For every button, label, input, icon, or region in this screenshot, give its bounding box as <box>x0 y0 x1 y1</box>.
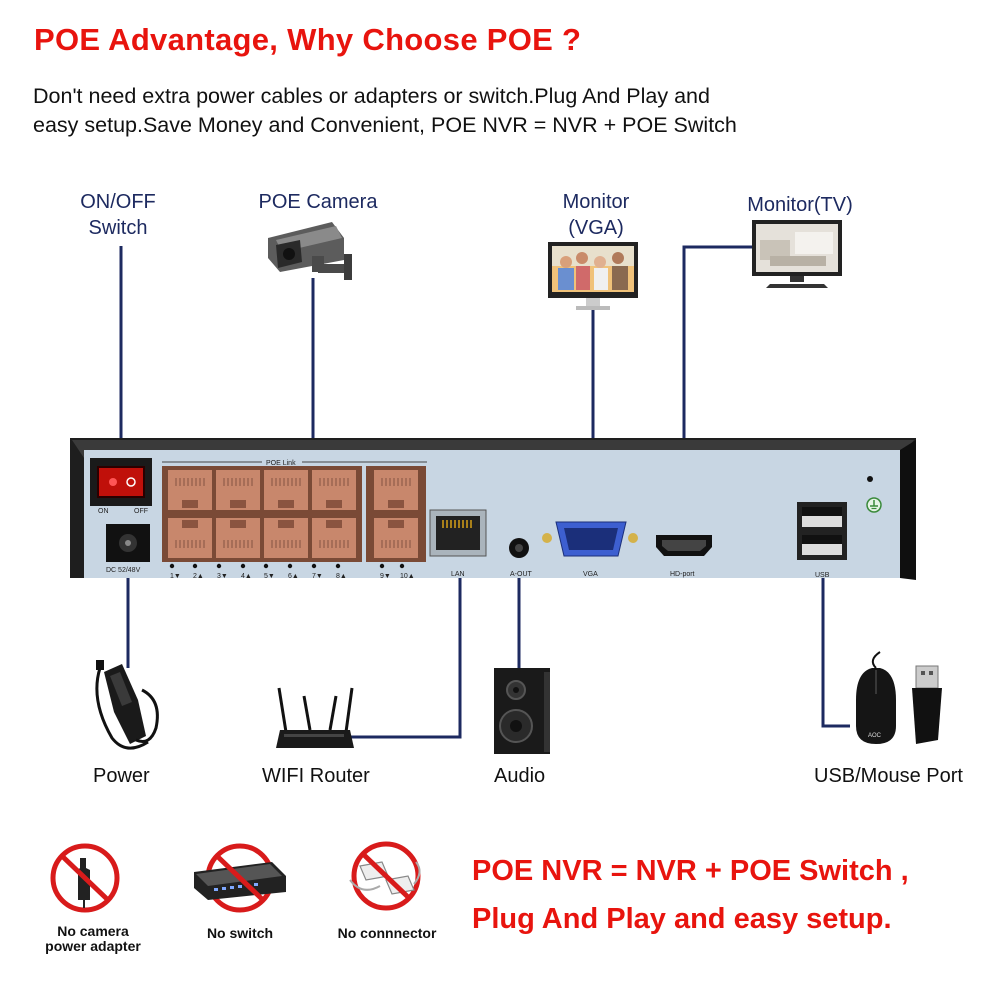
port-led <box>311 563 317 569</box>
label-audio: Audio <box>494 765 546 787</box>
uplink-ports <box>374 470 418 558</box>
port-number-labels: 1▼ 2▲ 3▼ 4▲ 5▼ 6▲ 7▼ 8▲ 9▼ 10▲ <box>169 563 415 580</box>
label-vga: (VGA) <box>568 217 624 239</box>
power-switch-icon <box>90 458 152 506</box>
ground-icon <box>866 497 882 513</box>
audio-out-jack-icon <box>509 538 529 558</box>
port-number-label: 3▼ <box>217 573 228 580</box>
usb-ports-icon <box>797 502 847 560</box>
label-no-camera: No camera <box>57 923 129 939</box>
page-title: POE Advantage, Why Choose POE ? <box>34 22 582 57</box>
port-led <box>263 563 269 569</box>
poe-ports <box>168 470 356 558</box>
uplink-port <box>374 518 418 558</box>
label-onoff: ON/OFF <box>80 191 156 213</box>
aout-text: A-OUT <box>510 571 533 578</box>
port-number-label: 9▼ <box>380 573 391 580</box>
summary-line-2: Plug And Play and easy setup. <box>472 903 892 935</box>
port-number-label: 2▲ <box>193 573 204 580</box>
port-number-label: 5▼ <box>264 573 275 580</box>
label-poe-camera: POE Camera <box>258 191 378 213</box>
monitor-vga-icon <box>548 242 638 310</box>
port-number-label: 4▲ <box>241 573 252 580</box>
port-number-label: 6▲ <box>288 573 299 580</box>
label-onoff-switch: ON/OFF Switch <box>62 189 174 241</box>
poe-port <box>264 470 308 510</box>
uplink-port <box>374 470 418 510</box>
no-switch-icon <box>194 843 286 913</box>
vga-port-icon <box>542 521 638 557</box>
poe-port <box>216 470 260 510</box>
speaker-icon <box>494 668 550 754</box>
port-number-label: 1▼ <box>170 573 181 580</box>
poe-camera-icon <box>268 222 352 280</box>
intro-line-1: Don't need extra power cables or adapter… <box>33 84 710 108</box>
no-connector-icon <box>349 841 421 911</box>
line-usb <box>821 535 850 728</box>
port-led <box>287 563 293 569</box>
no-adapter-icon <box>50 843 120 913</box>
port-led <box>240 563 246 569</box>
switch-off-text: OFF <box>134 508 148 515</box>
port-led <box>335 563 341 569</box>
mouse-brand-text: AOC <box>868 733 882 739</box>
poe-port <box>216 518 260 558</box>
monitor-tv-icon <box>752 220 842 288</box>
switch-on-text: ON <box>98 508 109 515</box>
port-led <box>216 563 222 569</box>
lan-text: LAN <box>451 571 465 578</box>
label-no-connector: No connnector <box>337 925 437 941</box>
port-led <box>192 563 198 569</box>
port-number-label: 10▲ <box>400 573 415 580</box>
dc-jack-icon <box>106 524 150 562</box>
dc-text: DC 52/48V <box>106 567 141 574</box>
port-number-label: 8▲ <box>336 573 347 580</box>
label-power-adapter: power adapter <box>45 938 141 954</box>
label-no-switch: No switch <box>206 925 274 941</box>
usb-dongle-icon <box>912 665 942 744</box>
intro-text: Don't need extra power cables or adapter… <box>33 82 933 140</box>
poe-port <box>312 518 356 558</box>
port-led <box>169 563 175 569</box>
usb-text: USB <box>815 572 830 579</box>
poe-port <box>168 518 212 558</box>
vga-text: VGA <box>583 571 598 578</box>
label-switch: Switch <box>88 217 148 239</box>
poe-port <box>264 518 308 558</box>
port-number-label: 7▼ <box>312 573 323 580</box>
line-router <box>350 545 462 739</box>
lan-port-icon <box>429 509 487 557</box>
hdport-text: HD-port <box>670 571 695 578</box>
summary-line-1: POE NVR = NVR + POE Switch , <box>472 855 909 887</box>
label-monitor-tv: Monitor(TV) <box>747 194 853 216</box>
port-led <box>379 563 385 569</box>
power-adapter-icon <box>95 660 159 750</box>
label-usb-mouse-port: USB/Mouse Port <box>814 765 963 787</box>
label-no-camera-adapter: No camera power adapter <box>28 924 158 954</box>
label-power: Power <box>93 765 150 787</box>
wifi-router-icon <box>276 687 354 748</box>
reset-hole-icon <box>867 476 873 482</box>
poe-port <box>168 470 212 510</box>
port-led <box>399 563 405 569</box>
hdmi-port-icon <box>656 535 712 556</box>
intro-line-2: easy setup.Save Money and Convenient, PO… <box>33 113 737 137</box>
label-monitor: Monitor <box>562 191 630 213</box>
poe-link-text: POE Link <box>266 460 296 467</box>
mouse-icon <box>856 651 896 744</box>
label-monitor-vga: Monitor (VGA) <box>540 189 652 241</box>
poe-port <box>312 470 356 510</box>
label-wifi-router: WIFI Router <box>262 765 370 787</box>
